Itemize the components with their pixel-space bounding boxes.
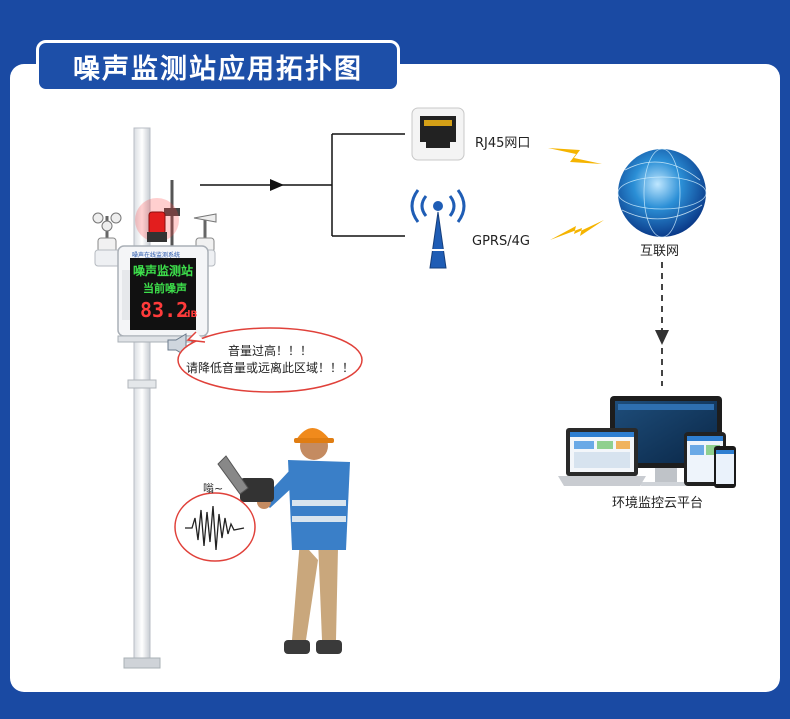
display-header: 噪声在线监测系统: [132, 252, 181, 259]
internet-globe-icon: [617, 148, 707, 238]
internet-label: 互联网: [640, 244, 680, 259]
connection-lines: [200, 133, 405, 237]
warning-line-1: 音量过高！！！: [227, 344, 312, 358]
weather-sensors: [92, 180, 217, 253]
platform-label: 环境监控云平台: [612, 496, 704, 511]
noise-display-cabinet: [94, 245, 216, 343]
gprs-label: GPRS/4G: [472, 234, 530, 249]
warning-bubble: [177, 327, 363, 393]
red-warning-light: [135, 198, 179, 242]
gprs-antenna-icon: [410, 189, 466, 269]
sound-label: 嗡~: [203, 482, 224, 495]
display-value: 83.2: [140, 298, 189, 322]
warning-line-2: 请降低音量或远离此区域！！！: [185, 361, 354, 375]
display-line-2: 当前噪声: [143, 282, 187, 295]
rj45-label: RJ45网口: [475, 136, 531, 151]
worker-figure: [217, 428, 350, 654]
rj45-port-icon: [411, 107, 465, 161]
page-title: 噪声监测站应用拓扑图: [36, 40, 400, 92]
lightning-icon-bottom: [550, 220, 604, 240]
dashed-arrow: [655, 262, 669, 386]
sound-wave-bubble: [174, 492, 256, 562]
display-unit: dB: [184, 310, 198, 320]
platform-devices: [558, 396, 736, 488]
display-line-1: 噪声监测站: [133, 264, 194, 278]
lightning-icon-top: [548, 148, 602, 164]
